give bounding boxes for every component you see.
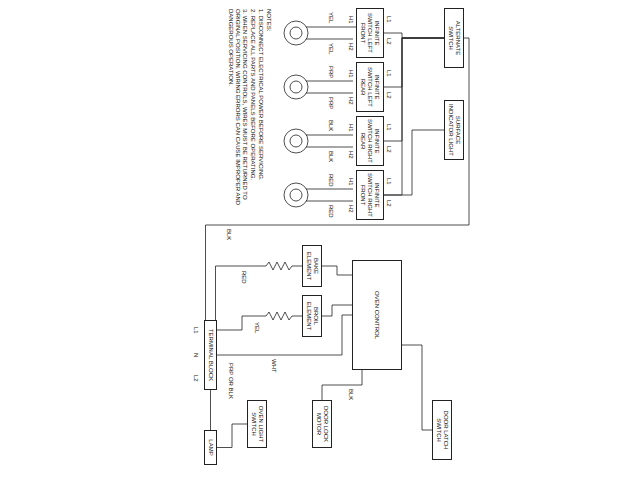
- terminal-label: H2: [347, 96, 354, 106]
- surface-unit: [284, 129, 308, 153]
- wire: [306, 39, 353, 40]
- surface-unit-coil: [290, 81, 302, 93]
- wire: [384, 33, 444, 38]
- wire: [322, 266, 352, 275]
- node-text: SURFACE INDICATOR LIGHT: [447, 103, 461, 157]
- wire: [306, 189, 353, 190]
- node-text: INFINITE SWITCH LEFT FRONT: [360, 11, 381, 55]
- terminal-label: H2: [347, 150, 354, 160]
- node-text: OVEN CONTROL: [374, 263, 381, 367]
- node-text: BAKE ELEMENT: [305, 248, 319, 284]
- control-box: OVEN CONTROL: [352, 260, 402, 370]
- wire: [402, 345, 432, 430]
- wire: [210, 390, 211, 430]
- wire-color-label: YEL: [327, 11, 334, 24]
- note-text: 3. WHEN SERVICING CONTROLS, WIRES MUST B…: [227, 8, 248, 215]
- terminal-label: L2: [192, 374, 199, 383]
- node-text: OVEN LIGHT SWITCH: [250, 403, 264, 445]
- wire: [217, 424, 247, 448]
- wire: [384, 130, 444, 195]
- lamp: LAMP: [204, 430, 217, 465]
- switch-box: DOOR LATCH SWITCH: [432, 400, 452, 460]
- infinite-switch: INFINITE SWITCH LEFT REAR: [356, 62, 384, 112]
- wire: [306, 135, 353, 136]
- node-text: ALTERNATE SWITCH: [447, 11, 461, 65]
- heating-element: BAKE ELEMENT: [302, 245, 322, 287]
- terminal-label: L2: [385, 37, 392, 46]
- node-text: INFINITE SWITCH RIGHT FRONT: [360, 173, 381, 217]
- wire-color-label: BLK: [327, 150, 334, 163]
- terminal-label: H2: [347, 204, 354, 214]
- note-text: 1. DISCONNECT ELECTRICAL POWER BEFORE SE…: [257, 8, 264, 215]
- wire: [322, 370, 362, 400]
- node-text: DOOR LATCH SWITCH: [435, 403, 449, 457]
- wire: [384, 38, 444, 87]
- heating-element: BROIL ELEMENT: [302, 295, 322, 337]
- infinite-switch: INFINITE SWITCH RIGHT FRONT: [356, 170, 384, 220]
- element-ground: [266, 261, 292, 271]
- node-text: BROIL ELEMENT: [305, 298, 319, 334]
- wire-color-label: RED: [240, 270, 247, 285]
- node-text: INFINITE SWITCH RIGHT REAR: [360, 119, 381, 163]
- wire: [306, 93, 353, 94]
- switch-box: ALTERNATE SWITCH: [444, 8, 464, 68]
- terminal-label: H1: [347, 69, 354, 79]
- terminal-label: L1: [385, 177, 392, 186]
- wire-color-label: WHT: [270, 358, 277, 374]
- terminal-label: H2: [347, 42, 354, 52]
- terminal-label: H1: [347, 15, 354, 25]
- node-text: INFINITE SWITCH LEFT REAR: [360, 65, 381, 109]
- surface-unit-coil: [290, 27, 302, 39]
- wire: [322, 305, 352, 316]
- wire-color-label: PRP OR BLK: [227, 362, 234, 400]
- surface-unit: [284, 21, 308, 45]
- terminal-label: L2: [385, 91, 392, 100]
- wire: [384, 38, 444, 141]
- motor-box: DOOR LOCK MOTOR: [312, 400, 332, 448]
- terminal-label: L1: [385, 15, 392, 24]
- wire-color-label: BLK: [347, 388, 354, 401]
- wire: [306, 147, 353, 148]
- wire-color-label: BLK: [327, 119, 334, 132]
- wire-color-label: PRP: [327, 96, 334, 110]
- terminal-label: L1: [192, 326, 199, 335]
- surface-unit-coil: [290, 189, 302, 201]
- node-text: LAMP: [207, 433, 214, 462]
- wire: [306, 81, 353, 82]
- wire-color-label: PRP: [327, 65, 334, 79]
- surface-unit: [284, 75, 308, 99]
- terminal-label: N: [192, 352, 199, 358]
- terminal-label: H1: [347, 123, 354, 133]
- note-text: NOTES:: [265, 8, 272, 32]
- note-text: 2. REPLACE ALL PARTS AND PANELS BEFORE O…: [249, 8, 256, 215]
- node-text: DOOR LOCK MOTOR: [315, 403, 329, 445]
- node-text: TERMINAL BLOCK: [207, 323, 214, 387]
- terminal-label: L2: [385, 199, 392, 208]
- bake-element-coil: [266, 262, 292, 270]
- wire: [216, 266, 303, 320]
- surface-unit-coil: [290, 135, 302, 147]
- element-ground: [266, 311, 292, 321]
- wire: [384, 38, 444, 195]
- wire-color-label: YEL: [327, 42, 334, 55]
- switch-box: OVEN LIGHT SWITCH: [247, 400, 267, 448]
- wire-color-label: YEL: [253, 321, 260, 334]
- wire: [306, 201, 353, 202]
- wire-color-label: RED: [327, 173, 334, 188]
- surface-unit: [284, 183, 308, 207]
- terminal-label: L1: [385, 123, 392, 132]
- terminal-label: L2: [385, 145, 392, 154]
- infinite-switch: INFINITE SWITCH LEFT FRONT: [356, 8, 384, 58]
- broil-element-coil: [266, 312, 292, 320]
- wire: [306, 27, 353, 28]
- wire-color-label: RED: [327, 204, 334, 219]
- wire-color-label: BLK: [225, 228, 232, 241]
- terminal-label: H1: [347, 177, 354, 187]
- indicator-light: SURFACE INDICATOR LIGHT: [444, 100, 464, 160]
- terminal-block: TERMINAL BLOCK: [204, 320, 217, 390]
- terminal-label: L1: [385, 69, 392, 78]
- infinite-switch: INFINITE SWITCH RIGHT REAR: [356, 116, 384, 166]
